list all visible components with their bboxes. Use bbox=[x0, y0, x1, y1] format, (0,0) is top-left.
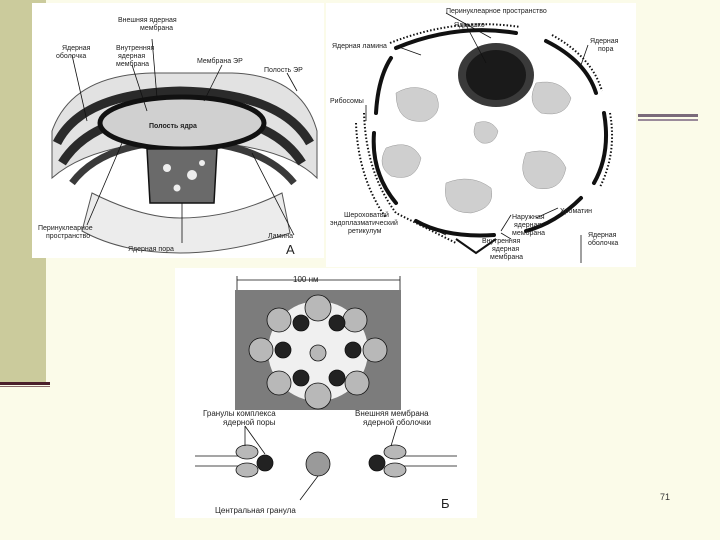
label-er-membrane: Мембрана ЭР bbox=[197, 57, 243, 65]
label-er-cavity: Полость ЭР bbox=[264, 67, 303, 74]
panel-nucleus-overview: Перинуклеарное пространство Ядрышко Ядер… bbox=[326, 3, 636, 267]
label-nuclear-pore: Ядерная пора bbox=[128, 246, 174, 253]
label-perinuclear-space-right: Перинуклеарное пространство bbox=[446, 8, 547, 15]
panel-b-letter: Б bbox=[441, 496, 450, 511]
panel-b-diagram: 100 нм bbox=[195, 275, 457, 515]
label-nucleus-cavity: Полость ядра bbox=[149, 123, 197, 130]
label-chromatin: Хроматин bbox=[560, 208, 592, 215]
label-ribosomes: Рибосомы bbox=[330, 97, 364, 105]
slide-number: 71 bbox=[660, 492, 671, 502]
right-divider bbox=[638, 114, 698, 117]
label-lamina: Ламина bbox=[268, 233, 293, 240]
panel-b-nuclear-pore: 100 нм bbox=[175, 268, 477, 518]
label-nuclear-lamina: Ядерная ламина bbox=[332, 43, 387, 50]
left-divider-shadow bbox=[0, 386, 50, 387]
scale-label: 100 нм bbox=[293, 275, 319, 284]
label-nucleolus: Ядрышко bbox=[454, 22, 485, 29]
right-divider-shadow bbox=[638, 119, 698, 121]
left-divider bbox=[0, 382, 50, 385]
label-central-granule: Центральная гранула bbox=[215, 506, 296, 515]
nucleus-overview-diagram: Перинуклеарное пространство Ядрышко Ядер… bbox=[330, 8, 619, 263]
panel-a-letter: А bbox=[286, 242, 295, 257]
